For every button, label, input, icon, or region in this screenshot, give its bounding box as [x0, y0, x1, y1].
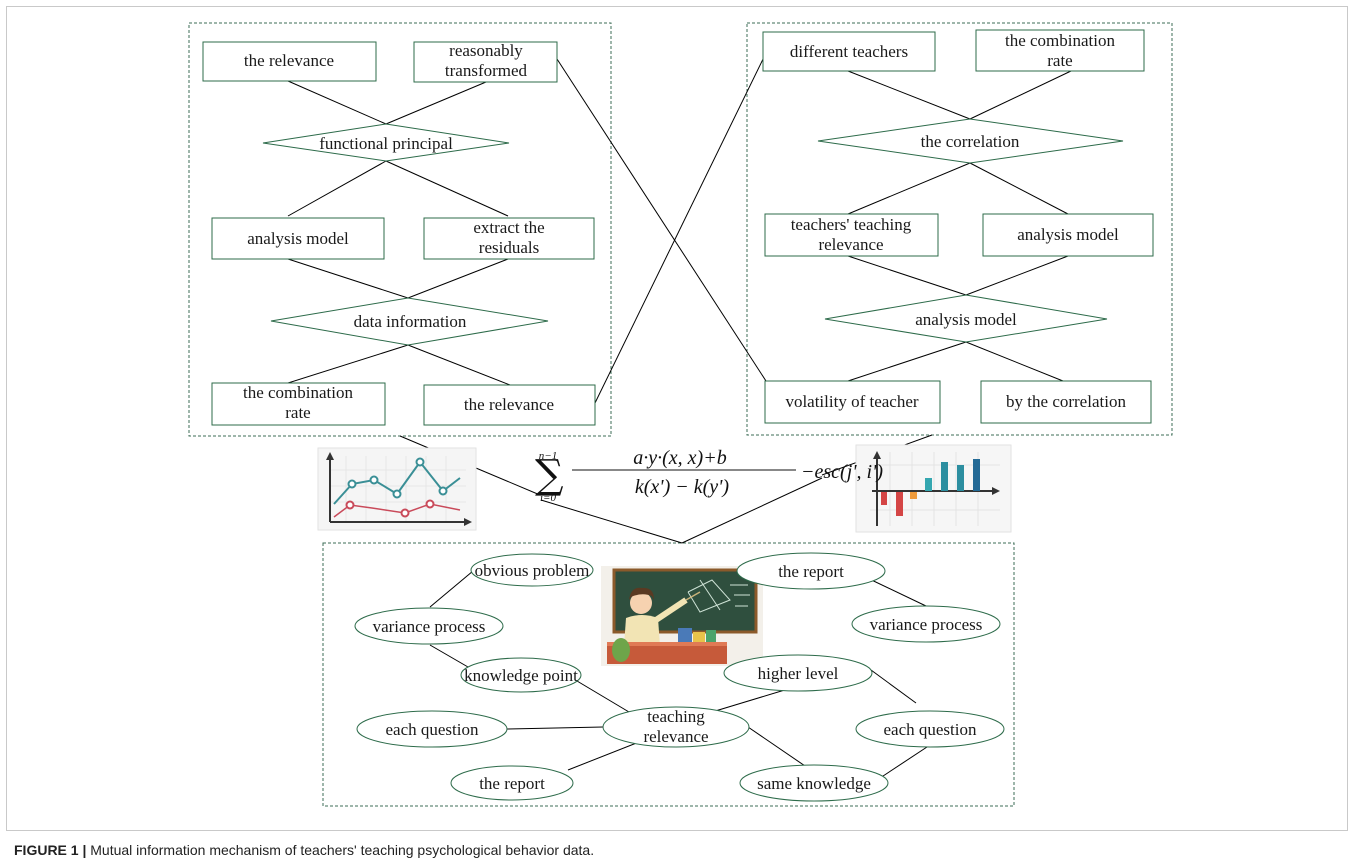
left-label-the-relevance-2: the relevance	[464, 395, 554, 414]
label-each-question-left: each question	[386, 720, 479, 739]
label-same-knowledge: same knowledge	[757, 774, 871, 793]
ellipse-same-knowledge	[739, 764, 889, 802]
left-label-transformed: transformed	[445, 61, 528, 80]
right-label-relevance: relevance	[818, 235, 883, 254]
left-box-extract-residuals	[423, 217, 595, 260]
left-box-the-relevance-2	[423, 384, 596, 426]
right-label-different-teachers: different teachers	[790, 42, 908, 61]
left-label-the-combination: the combination	[243, 383, 354, 402]
left-label-functional-principal: functional principal	[319, 134, 453, 153]
teacher-head	[630, 592, 652, 614]
right-box-teachers-teaching-relevance	[764, 213, 939, 257]
bottom-panel-labels: obvious problem variance process knowled…	[373, 561, 983, 793]
left-box-combination-rate	[211, 382, 386, 426]
right-panel-labels: different teachers the combination rate …	[785, 31, 1126, 411]
right-label-analysis-model: analysis model	[1017, 225, 1119, 244]
right-label-volatility: volatility of teacher	[785, 392, 918, 411]
bar-chart-icon	[855, 444, 1012, 533]
bottom-panel-shapes	[354, 552, 1005, 802]
left-label-residuals: residuals	[479, 238, 539, 257]
ellipse-variance-process-right	[851, 605, 1001, 643]
formula-numerator: a·y·(x, x)+b	[633, 447, 726, 469]
left-box-the-relevance	[202, 41, 377, 82]
left-label-reasonably: reasonably	[449, 41, 523, 60]
label-the-report-bottom: the report	[479, 774, 545, 793]
label-the-report-top: the report	[778, 562, 844, 581]
left-box-analysis-model	[211, 217, 385, 260]
left-panel-labels: the relevance reasonably transformed fun…	[243, 41, 554, 422]
sum-upper-limit: n−1	[539, 450, 557, 462]
left-label-extract-the: extract the	[473, 218, 544, 237]
left-diamond-functional-principal	[262, 123, 510, 162]
ellipse-each-question-left	[356, 710, 508, 748]
ellipse-the-report-top	[736, 552, 886, 590]
label-teaching: teaching	[647, 707, 705, 726]
left-label-data-information: data information	[354, 312, 467, 331]
label-higher-level: higher level	[758, 664, 839, 683]
label-variance-process-left: variance process	[373, 617, 486, 636]
formula-denominator: k(x') − k(y')	[635, 476, 730, 498]
right-box-by-correlation	[980, 380, 1152, 424]
right-label-the-combination: the combination	[1005, 31, 1116, 50]
teacher-desk	[607, 642, 727, 664]
right-panel-shapes	[762, 29, 1154, 424]
ellipse-each-question-right	[855, 710, 1005, 748]
ellipse-obvious-problem	[470, 553, 594, 587]
ellipse-knowledge-point	[460, 657, 582, 693]
figure-caption: FIGURE 1 | Mutual information mechanism …	[14, 842, 594, 858]
right-diamond-the-correlation	[817, 118, 1124, 164]
formula-tail: −esc(j', i')	[801, 461, 883, 483]
right-label-teachers-teaching: teachers' teaching	[791, 215, 912, 234]
right-diamond-analysis-model	[824, 294, 1108, 343]
caption-label: FIGURE 1 |	[14, 842, 87, 858]
sum-symbol: ∑	[535, 452, 564, 498]
ellipse-teaching-relevance	[602, 706, 750, 748]
left-diamond-data-information	[270, 297, 549, 346]
label-obvious-problem: obvious problem	[475, 561, 590, 580]
left-label-the-relevance: the relevance	[244, 51, 334, 70]
left-label-rate: rate	[285, 403, 310, 422]
formula: n−1 ∑ i=0 a·y·(x, x)+b k(x') − k(y') −es…	[535, 447, 883, 504]
line-chart-icon	[317, 447, 477, 531]
ellipse-the-report-bottom	[450, 765, 574, 801]
right-group-border	[746, 22, 1173, 436]
left-label-analysis-model: analysis model	[247, 229, 349, 248]
right-box-volatility	[764, 380, 941, 424]
teacher-body	[624, 615, 660, 646]
right-box-combination-rate	[975, 29, 1145, 72]
bottom-group-border	[322, 542, 1015, 807]
caption-text: Mutual information mechanism of teachers…	[90, 842, 595, 858]
teacher-illustration	[601, 566, 763, 666]
label-knowledge-point: knowledge point	[464, 666, 578, 685]
right-label-analysis-model-diamond: analysis model	[915, 310, 1017, 329]
left-box-reasonably-transformed	[413, 41, 558, 83]
label-variance-process-right: variance process	[870, 615, 983, 634]
figure-frame	[6, 6, 1348, 831]
right-label-by-correlation: by the correlation	[1006, 392, 1126, 411]
right-label-the-correlation: the correlation	[921, 132, 1020, 151]
sum-lower-limit: i=0	[540, 492, 556, 504]
right-box-analysis-model	[982, 213, 1154, 257]
label-relevance: relevance	[643, 727, 708, 746]
ellipse-higher-level	[723, 654, 873, 692]
ellipse-variance-process-left	[354, 607, 504, 645]
right-box-different-teachers	[762, 31, 936, 72]
right-label-rate: rate	[1047, 51, 1072, 70]
connector-lines	[287, 52, 1072, 781]
label-each-question-right: each question	[884, 720, 977, 739]
left-panel-shapes	[202, 41, 596, 426]
